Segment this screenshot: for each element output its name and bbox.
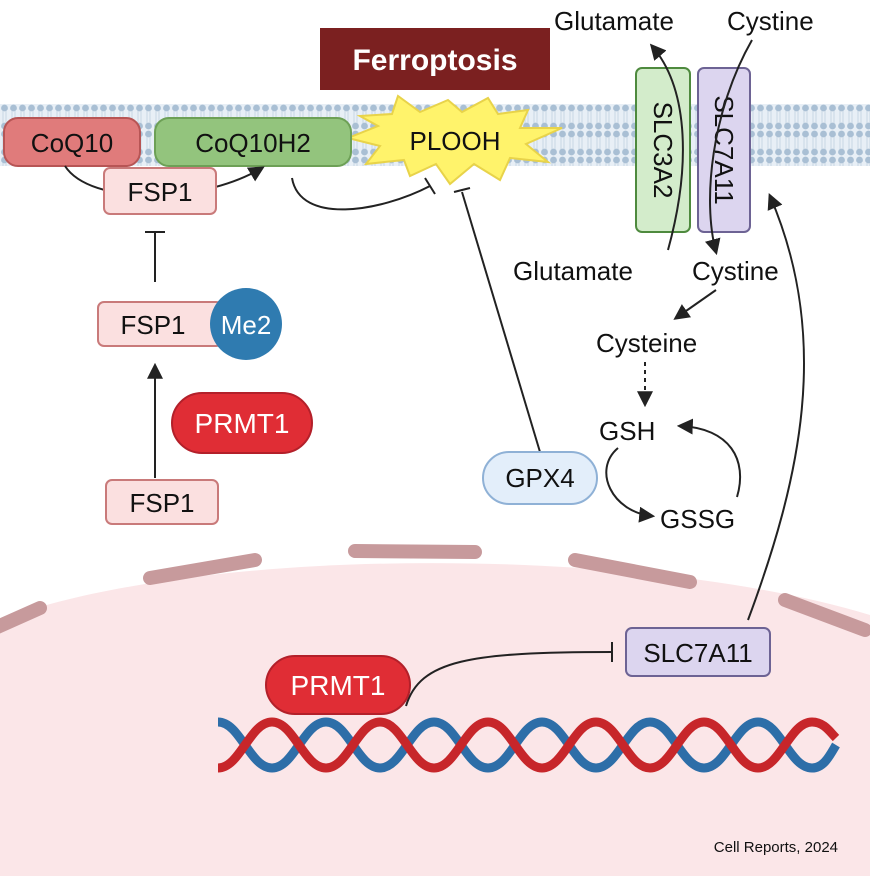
outside-glutamate-label: Glutamate: [554, 6, 674, 36]
fsp1-me2-label: FSP1: [120, 310, 185, 340]
prmt1-nuclear-label: PRMT1: [291, 670, 386, 701]
coq10-label: CoQ10: [31, 128, 113, 158]
inside-glutamate-label: Glutamate: [513, 256, 633, 286]
glutamate-export-arrow: [649, 43, 684, 251]
gsh-label: GSH: [599, 416, 655, 446]
prmt1-nuclear-box: [265, 655, 411, 715]
prmt1-cytoplasm-label: PRMT1: [195, 408, 290, 439]
citation-text: Cell Reports, 2024: [714, 839, 838, 856]
gssg-label: GSSG: [660, 504, 735, 534]
ferroptosis-box: [320, 28, 550, 90]
plooh-burst: [344, 94, 563, 186]
prmt1-cytoplasm-box: [171, 392, 313, 454]
plooh-label: PLOOH: [409, 126, 500, 156]
gpx4-box: [482, 451, 598, 505]
dna-strand-blue: [217, 717, 840, 773]
gssg-to-gsh-arrow: [676, 418, 742, 498]
gpx4-inhibits-plooh: [461, 191, 541, 453]
coq10h2-label: CoQ10H2: [195, 128, 311, 158]
slc3a2-label: SLC3A2: [648, 102, 678, 199]
prmt1-inhibits-slc7a11: [405, 651, 613, 707]
cysteine-label: Cysteine: [596, 328, 697, 358]
slc7a11-nuclear-label: SLC7A11: [643, 638, 752, 668]
coq10h2-inhibits-plooh: [291, 177, 431, 211]
slc3a2-box: [635, 67, 691, 233]
ferroptosis-label: Ferroptosis: [352, 44, 517, 77]
cystine-to-cysteine-arrow: [673, 289, 717, 320]
fsp1-base-label: FSP1: [129, 488, 194, 518]
inside-cystine-label: Cystine: [692, 256, 779, 286]
fsp1-membrane-label: FSP1: [127, 177, 192, 207]
dna-strand-red: [217, 717, 840, 773]
slc7a11-nuclear-box: [625, 627, 771, 677]
gsh-to-gssg-arrow: [605, 447, 656, 523]
slc7a11-translocation-arrow: [747, 193, 805, 621]
me2-label: Me2: [221, 310, 272, 340]
fsp1-membrane-box: [103, 167, 217, 215]
nuclear-envelope: [0, 544, 870, 637]
coq10-box: [3, 117, 141, 167]
fsp1-base-box: [105, 479, 219, 525]
me2-badge: [210, 288, 282, 360]
gpx4-label: GPX4: [505, 463, 574, 493]
outside-cystine-label: Cystine: [727, 6, 814, 36]
coq10h2-box: [154, 117, 352, 167]
cystine-import-arrow: [704, 39, 753, 256]
